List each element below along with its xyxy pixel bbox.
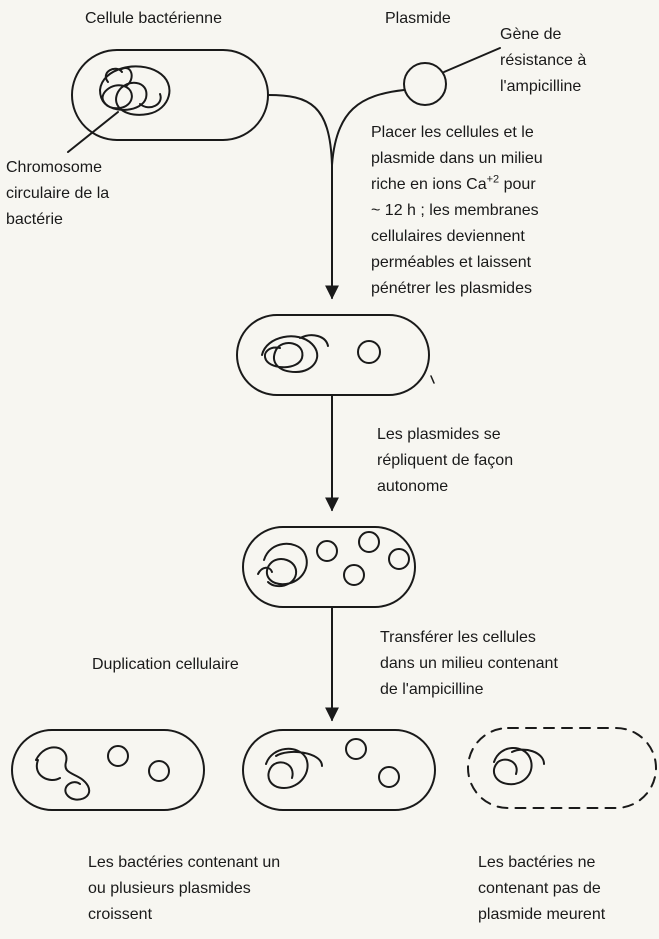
step1-line-5: cellulaires deviennent	[371, 224, 543, 250]
chromosome-initial	[100, 66, 169, 114]
die-caption: Les bactéries ne contenant pas de plasmi…	[478, 850, 605, 928]
plasmid-in-cell-3-d	[344, 565, 364, 585]
step2-line-2: répliquent de façon	[377, 448, 513, 474]
step2-line-1: Les plasmides se	[377, 422, 513, 448]
plasmid-middle-b	[379, 767, 399, 787]
die-line-1: Les bactéries ne	[478, 850, 605, 876]
step1-line-3-post: pour	[499, 176, 535, 193]
gene-label-line-3: l'ampicilline	[500, 74, 586, 100]
step1-line-3-pre: riche en ions Ca	[371, 176, 487, 193]
step2-instruction: Les plasmides se répliquent de façon aut…	[377, 422, 513, 500]
step1-line-2: plasmide dans un milieu	[371, 146, 543, 172]
survive-caption: Les bactéries contenant un ou plusieurs …	[88, 850, 280, 928]
merge-line-cell	[268, 95, 332, 165]
step1-line-6: perméables et laissent	[371, 250, 543, 276]
step1-line-3-sup: +2	[487, 174, 500, 186]
plasmid-in-cell-3-b	[359, 532, 379, 552]
survive-line-1: Les bactéries contenant un	[88, 850, 280, 876]
step3-line-3: de l'ampicilline	[380, 677, 558, 703]
survive-line-3: croissent	[88, 902, 280, 928]
gene-label-line-2: résistance à	[500, 48, 586, 74]
plasmid-middle-a	[346, 739, 366, 759]
chromosome-middle	[266, 749, 322, 788]
daughter-cell-left	[12, 730, 204, 810]
chromosome-label-line-3: bactérie	[6, 207, 109, 233]
chromosome-dead	[494, 748, 544, 784]
chromosome-left	[36, 747, 89, 799]
chromosome-label-line-1: Chromosome	[6, 155, 109, 181]
chromosome-3	[258, 544, 307, 586]
chromosome-label: Chromosome circulaire de la bactérie	[6, 155, 109, 233]
die-line-2: contenant pas de	[478, 876, 605, 902]
plasmid-left-a	[108, 746, 128, 766]
cell-label: Cellule bactérienne	[85, 6, 222, 32]
chromosome-label-line-2: circulaire de la	[6, 181, 109, 207]
step1-instruction: Placer les cellules et le plasmide dans …	[371, 120, 543, 302]
daughter-cell-dead-dashed	[468, 728, 656, 808]
duplication-label: Duplication cellulaire	[92, 652, 239, 678]
gene-label: Gène de résistance à l'ampicilline	[500, 22, 586, 100]
chromosome-2	[262, 335, 328, 372]
step1-line-7: pénétrer les plasmides	[371, 276, 543, 302]
chromosome-pointer	[68, 112, 118, 152]
chromosome-initial-loops	[106, 68, 161, 107]
gene-pointer	[444, 48, 500, 72]
step2-line-3: autonome	[377, 474, 513, 500]
step3-line-1: Transférer les cellules	[380, 625, 558, 651]
plasmid-left-b	[149, 761, 169, 781]
step1-line-4: ~ 12 h ; les membranes	[371, 198, 543, 224]
step3-line-2: dans un milieu contenant	[380, 651, 558, 677]
plasmid-in-cell-3-c	[389, 549, 409, 569]
plasmid-label: Plasmide	[385, 6, 451, 32]
plasmid	[404, 63, 446, 105]
step3-instruction: Transférer les cellules dans un milieu c…	[380, 625, 558, 703]
plasmid-in-cell-2	[358, 341, 380, 363]
cell-2-mark	[431, 376, 434, 383]
gene-label-line-1: Gène de	[500, 22, 586, 48]
survive-line-2: ou plusieurs plasmides	[88, 876, 280, 902]
plasmid-in-cell-3-a	[317, 541, 337, 561]
die-line-3: plasmide meurent	[478, 902, 605, 928]
daughter-cell-middle	[243, 730, 435, 810]
step1-line-3: riche en ions Ca+2 pour	[371, 172, 543, 198]
step1-line-1: Placer les cellules et le	[371, 120, 543, 146]
